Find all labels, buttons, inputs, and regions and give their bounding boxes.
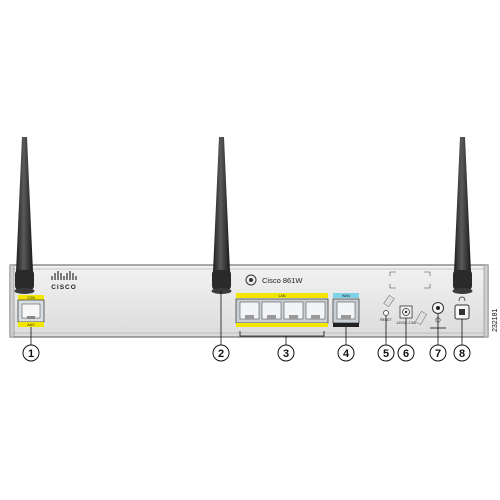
model-label: Cisco 861W: [245, 274, 303, 286]
model-text: Cisco 861W: [262, 276, 303, 285]
callout-lines: [30, 291, 463, 345]
lan-port-4: [305, 301, 326, 320]
svg-text:3: 3: [283, 348, 289, 360]
callout-2: 2: [212, 344, 230, 362]
lan-port-2: [261, 301, 282, 320]
wan-port: WAN: [332, 293, 360, 327]
svg-text:5: 5: [383, 348, 389, 360]
console-aux-port: CON AUX: [17, 295, 45, 327]
antenna-right: [452, 137, 473, 294]
reset-button: RESET: [380, 294, 395, 322]
lan-label: LAN: [279, 294, 286, 298]
figure-id: 232181: [492, 309, 499, 332]
callout-3: 3: [277, 344, 295, 362]
antenna-left: [14, 137, 35, 294]
lan-port-1: [239, 301, 260, 320]
wan-label: WAN: [342, 294, 351, 298]
svg-text:2: 2: [218, 348, 224, 360]
callout-8: 8: [453, 344, 471, 362]
cisco-logo: CISCO: [51, 271, 77, 291]
svg-text:4: 4: [343, 348, 350, 360]
aux-port-label: AUX: [27, 323, 35, 327]
callout-6: 6: [397, 344, 415, 362]
antenna-center: [211, 137, 232, 294]
svg-text:7: 7: [435, 348, 441, 360]
lan-port-3: [283, 301, 304, 320]
svg-text:6: 6: [403, 348, 409, 360]
callout-5: 5: [377, 344, 395, 362]
callout-7: 7: [429, 344, 447, 362]
callout-4: 4: [337, 344, 355, 362]
svg-text:1: 1: [28, 348, 34, 360]
svg-text:8: 8: [459, 348, 465, 360]
reset-label: RESET: [380, 318, 393, 322]
callout-1: 1: [22, 344, 40, 362]
brand-text: CISCO: [51, 284, 77, 291]
lan-ports: LAN: [235, 293, 329, 327]
console-port-label: CON: [27, 296, 35, 300]
